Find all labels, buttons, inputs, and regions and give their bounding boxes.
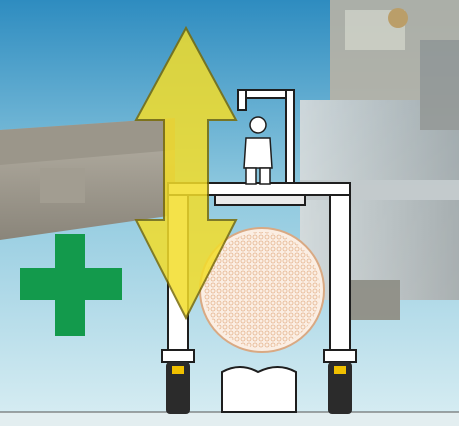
floor-line — [0, 412, 459, 426]
